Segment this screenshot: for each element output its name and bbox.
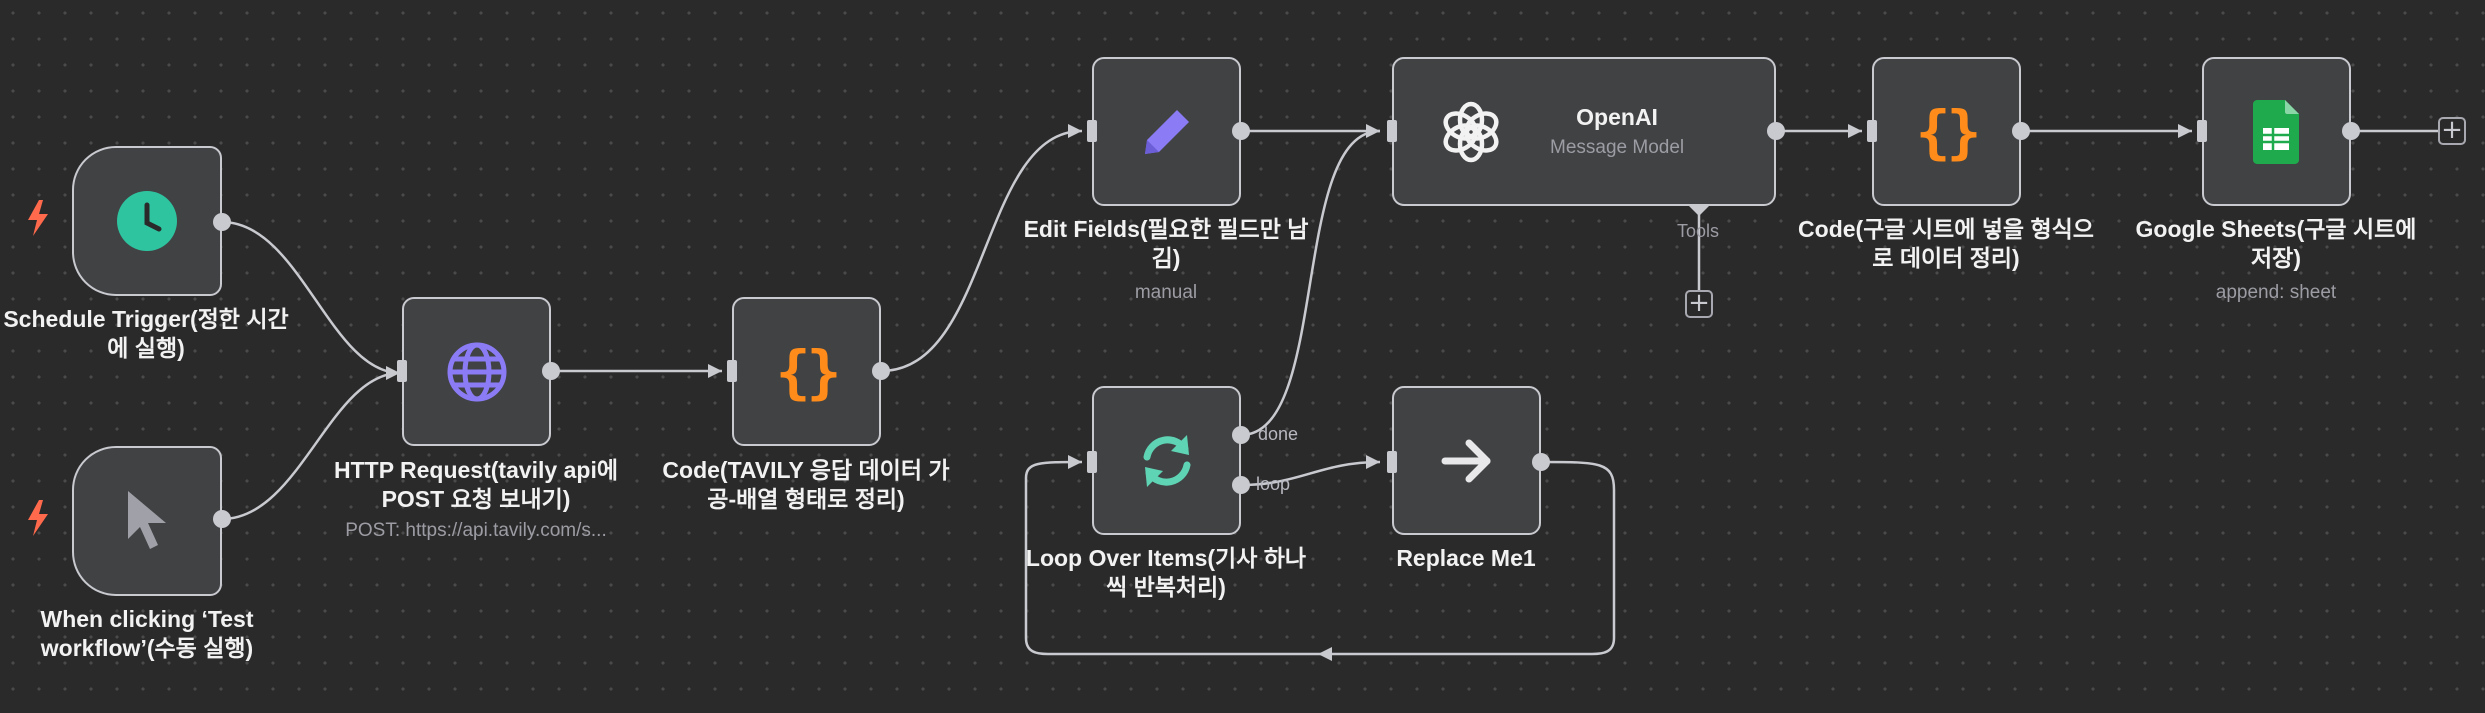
- replace-input-port[interactable]: [1387, 451, 1397, 473]
- http-output-port[interactable]: [542, 362, 560, 380]
- code2-output-port[interactable]: [2012, 122, 2030, 140]
- openai-output-port[interactable]: [1767, 122, 1785, 140]
- schedule-output-port[interactable]: [213, 213, 231, 231]
- arrowhead-sheets: [2178, 124, 2192, 138]
- loop-port-label: loop: [1256, 474, 1291, 494]
- openai-logo-icon: [1443, 101, 1499, 162]
- openai-node[interactable]: OpenAI Message Model: [1392, 57, 1776, 206]
- google-sheets-node[interactable]: [2202, 57, 2351, 206]
- code2-input-port[interactable]: [1867, 120, 1877, 142]
- arrowhead-openai: [1366, 124, 1380, 138]
- lightning-bolt-icon: [28, 500, 48, 536]
- schedule-trigger-label: Schedule Trigger(정한 시간 에 실행): [3, 306, 289, 361]
- schedule-trigger-node[interactable]: [72, 146, 222, 296]
- pencil-icon: [1144, 109, 1189, 154]
- replace-me-node[interactable]: [1392, 386, 1541, 535]
- edit-input-port[interactable]: [1087, 120, 1097, 142]
- lightning-bolt-icon: [28, 200, 48, 236]
- arrowhead-code1: [708, 364, 722, 378]
- arrowhead-loop-return: [1318, 647, 1332, 661]
- arrowhead-loop-in: [1068, 455, 1082, 469]
- tools-label: Tools: [1677, 221, 1720, 241]
- edit-output-port[interactable]: [1232, 122, 1250, 140]
- braces-icon: {}: [1915, 97, 1982, 166]
- code-tavily-node[interactable]: {}: [732, 297, 881, 446]
- edit-fields-label: Edit Fields(필요한 필드만 남김): [1023, 216, 1309, 271]
- http-request-node[interactable]: [402, 297, 551, 446]
- openai-subtitle: Message Model: [1550, 137, 1685, 158]
- manual-output-port[interactable]: [213, 510, 231, 528]
- http-request-subtitle: POST: https://api.tavily.com/s...: [345, 520, 607, 541]
- arrowhead-edit: [1068, 124, 1082, 138]
- google-sheets-subtitle: append: sheet: [2215, 282, 2337, 303]
- edit-fields-subtitle: manual: [1134, 282, 1198, 303]
- loop-done-port[interactable]: [1232, 426, 1250, 444]
- openai-input-port[interactable]: [1387, 120, 1397, 142]
- loop-arrows-icon: [1143, 434, 1190, 487]
- openai-text-block: OpenAI Message Model: [1550, 104, 1684, 159]
- replace-me-label: Replace Me1: [1396, 545, 1536, 571]
- google-sheets-icon: [2252, 99, 2299, 164]
- http-input-port[interactable]: [397, 360, 407, 382]
- loop-loop-port[interactable]: [1232, 476, 1250, 494]
- manual-trigger-label: When clicking ‘Test workflow’(수동 실행): [40, 606, 254, 661]
- cursor-icon: [128, 491, 166, 549]
- arrowhead-code2: [1848, 124, 1862, 138]
- code-sheets-format-node[interactable]: {}: [1872, 57, 2021, 206]
- sheets-output-port[interactable]: [2342, 122, 2360, 140]
- replace-output-port[interactable]: [1532, 453, 1550, 471]
- code1-input-port[interactable]: [727, 360, 737, 382]
- manual-trigger-node[interactable]: [72, 446, 222, 596]
- add-tool-button[interactable]: +: [1685, 290, 1713, 318]
- braces-icon: {}: [775, 337, 842, 406]
- done-port-label: done: [1258, 424, 1299, 444]
- code-sheets-format-label: Code(구글 시트에 넣을 형식으로 데이터 정리): [1798, 216, 2094, 271]
- openai-title: OpenAI: [1576, 104, 1658, 130]
- globe-icon: [447, 342, 506, 401]
- loop-over-items-label: Loop Over Items(기사 하나씩 반복처리): [1025, 545, 1307, 600]
- loop-over-items-node[interactable]: [1092, 386, 1241, 535]
- google-sheets-label: Google Sheets(구글 시트에 저장): [2135, 216, 2417, 271]
- arrowhead-replace: [1366, 455, 1380, 469]
- sheets-input-port[interactable]: [2197, 120, 2207, 142]
- code-tavily-label: Code(TAVILY 응답 데이터 가공-배열 형태로 정리): [662, 457, 950, 512]
- http-request-label: HTTP Request(tavily api에 POST 요청 보내기): [333, 457, 619, 512]
- arrow-right-icon: [1441, 439, 1490, 482]
- clock-icon: [117, 191, 177, 251]
- add-node-button[interactable]: +: [2438, 117, 2466, 145]
- loop-input-port[interactable]: [1087, 451, 1097, 473]
- code1-output-port[interactable]: [872, 362, 890, 380]
- edit-fields-node[interactable]: [1092, 57, 1241, 206]
